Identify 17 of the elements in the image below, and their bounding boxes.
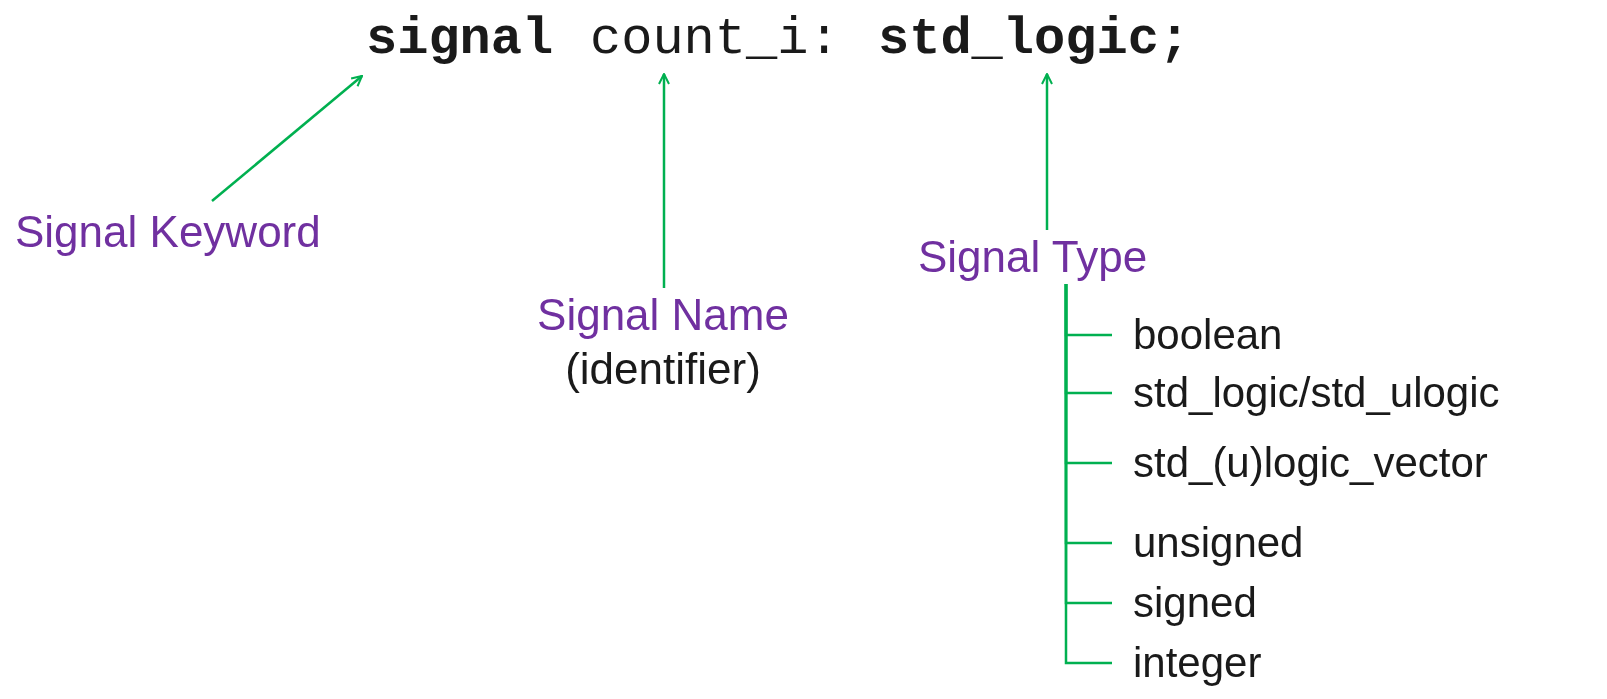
tree-connector <box>1064 284 1112 665</box>
code-text: std_logic; <box>878 10 1191 70</box>
type-item: std_logic/std_ulogic <box>1112 367 1500 419</box>
type-item: std_(u)logic_vector <box>1112 437 1488 489</box>
code-text: signal <box>366 10 554 70</box>
type-item: boolean <box>1112 309 1283 361</box>
type-item: signed <box>1112 577 1257 629</box>
annotation-label: Signal Keyword <box>15 205 321 259</box>
code-text: count_i: <box>590 10 840 70</box>
annotation-label: Signal Type <box>918 230 1148 284</box>
annotation-subtitle: (identifier) <box>564 343 762 395</box>
type-item: unsigned <box>1112 517 1304 569</box>
arrow <box>211 75 363 202</box>
type-item: integer <box>1112 637 1262 689</box>
arrow <box>658 73 670 288</box>
arrow <box>1041 73 1053 230</box>
annotation-label: Signal Name <box>536 289 790 341</box>
